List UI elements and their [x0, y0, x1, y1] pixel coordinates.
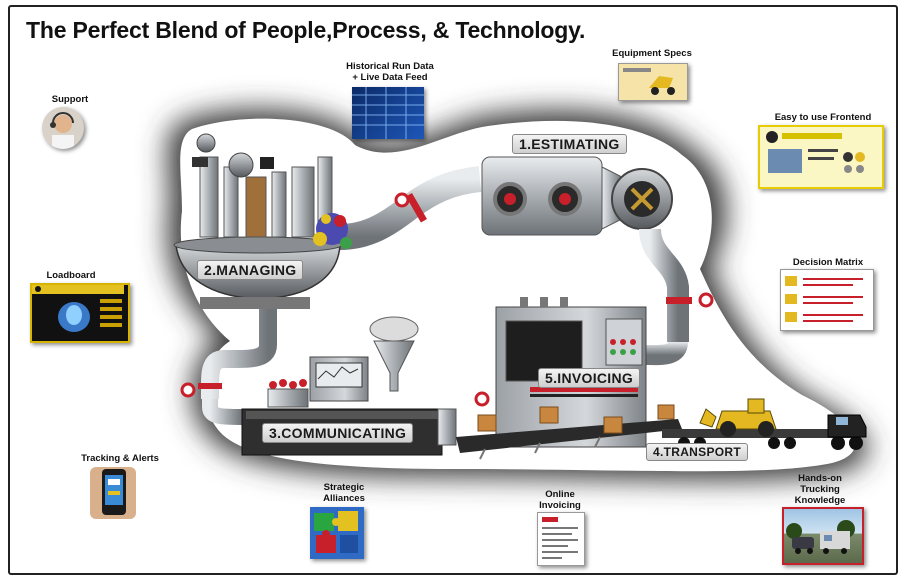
- strategic-alliances-caption-line1: Strategic: [323, 482, 365, 493]
- stage-invoicing-label: 5.INVOICING: [538, 368, 641, 388]
- equipment-specs-caption: Equipment Specs: [612, 48, 692, 59]
- trucking-knowledge-caption-line1: Hands-on: [798, 473, 842, 484]
- tracking-caption: Tracking & Alerts: [81, 453, 159, 464]
- frontend-screenshot-icon: [758, 125, 884, 189]
- decision-matrix-icon: [780, 269, 874, 331]
- loadboard-caption: Loadboard: [46, 270, 96, 281]
- frontend-caption: Easy to use Frontend: [774, 112, 872, 123]
- smartphone-icon: [90, 467, 136, 519]
- trucking-knowledge-caption-line3: Knowledge: [794, 495, 846, 506]
- diagram-frame: The Perfect Blend of People,Process, & T…: [8, 5, 898, 575]
- process-machine-illustration: [167, 109, 869, 481]
- puzzle-icon: [310, 507, 364, 559]
- strategic-alliances-caption-line2: Alliances: [323, 493, 365, 504]
- stage-communicating-label: 3.COMMUNICATING: [262, 423, 414, 443]
- stage-managing-label: 2.MANAGING: [197, 260, 304, 280]
- online-invoicing-caption-line2: Invoicing: [539, 500, 581, 511]
- page-title: The Perfect Blend of People,Process, & T…: [26, 17, 586, 43]
- headset-agent-icon: [42, 107, 84, 149]
- loadboard-icon: [30, 283, 130, 343]
- historical-data-caption-line1: Historical Run Data: [346, 61, 434, 72]
- support-caption: Support: [51, 94, 89, 105]
- invoice-document-icon: [537, 512, 585, 566]
- historical-data-caption-line2: + Live Data Feed: [352, 72, 428, 83]
- stage-transport-label: 4.TRANSPORT: [646, 443, 748, 461]
- online-invoicing-caption-line1: Online: [545, 489, 575, 500]
- trucks-photo-icon: [782, 507, 864, 565]
- stage-estimating-label: 1.ESTIMATING: [512, 134, 627, 154]
- loader-photo-icon: [618, 63, 688, 101]
- decision-matrix-caption: Decision Matrix: [792, 257, 864, 268]
- trucking-knowledge-caption-line2: Trucking: [800, 484, 840, 495]
- data-screen-icon: [352, 87, 424, 139]
